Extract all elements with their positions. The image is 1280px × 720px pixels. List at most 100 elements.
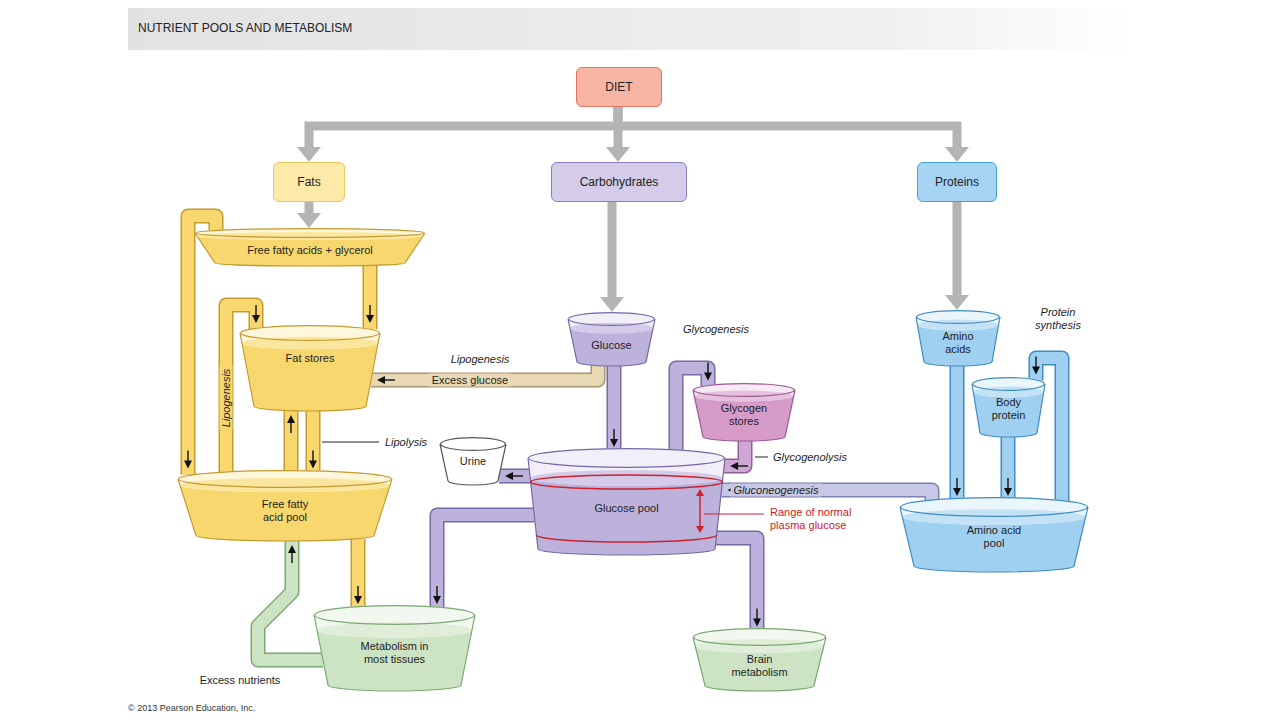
pipe-outline <box>950 364 965 502</box>
pool-bowl: Urine <box>440 437 506 485</box>
pipe-fill <box>1036 358 1062 502</box>
diet-arrow <box>297 202 321 228</box>
bowl-glass <box>693 383 795 441</box>
pipe-outline <box>716 538 757 633</box>
bowl-outline <box>916 317 1000 366</box>
bowl-glass <box>693 628 826 691</box>
diet-arrow-shaft <box>309 107 618 150</box>
pipe-fill <box>716 538 757 633</box>
bowl-rim <box>901 498 1088 517</box>
node-label: Glycogen stores <box>714 402 774 428</box>
bowl-outline <box>693 390 795 441</box>
pipe-outline <box>306 409 321 475</box>
bowl-rim <box>569 313 655 326</box>
pipe-fill <box>364 264 376 329</box>
node-label: Metabolism in most tissues <box>355 640 435 666</box>
range-line <box>536 535 716 542</box>
node-label: Proteins <box>935 176 979 189</box>
pipe-outline <box>363 264 378 329</box>
title-band <box>128 8 1135 50</box>
bowl-glass <box>314 605 475 691</box>
pool-bowl: Body protein <box>972 377 1045 437</box>
process-box: DIET <box>576 67 662 107</box>
bowl-outline <box>178 479 392 541</box>
pipe-fill <box>1002 435 1014 502</box>
bowl-outline <box>240 333 380 411</box>
pipe-outline <box>607 364 622 453</box>
bowl-rim <box>694 384 795 397</box>
copyright-note: © 2013 Pearson Education, Inc. <box>128 702 255 715</box>
bowl-liquid <box>242 343 378 411</box>
pipe-outline <box>1036 358 1062 502</box>
process-label: Glycogenesis <box>683 323 749 336</box>
process-label: Gluconeogenesis <box>730 484 821 497</box>
pipe-fill <box>608 364 620 453</box>
pool-bowl: Glucose <box>568 312 655 366</box>
bowl-liquid <box>917 325 998 366</box>
bowl-glass <box>178 470 392 541</box>
arrowhead <box>704 373 712 381</box>
bowl-rim <box>917 311 1000 324</box>
arrowhead <box>433 596 441 604</box>
flow-pipe <box>1004 435 1012 502</box>
pipe-fill <box>951 364 963 502</box>
node-label: Fat stores <box>286 352 335 365</box>
bowl-rim <box>179 471 392 488</box>
pipe-fill <box>285 409 297 475</box>
pipe-outline <box>351 539 366 610</box>
node-label: Fats <box>297 176 320 189</box>
range-note: Range of normal plasma glucose <box>770 506 870 532</box>
bowl-rim <box>441 438 506 451</box>
bowl-rim <box>694 629 826 646</box>
node-label: Urine <box>460 455 486 468</box>
bowl-glass <box>528 448 725 555</box>
bowl-shape <box>240 325 380 411</box>
pipe-fill <box>352 539 364 610</box>
arrowhead <box>366 315 374 323</box>
liquid-surface <box>530 470 723 486</box>
flow-pipe <box>287 409 295 475</box>
range-line <box>531 475 723 489</box>
bowl-rim <box>973 378 1045 391</box>
arrowhead <box>252 315 260 323</box>
leader-line <box>755 457 768 458</box>
arrowhead <box>354 596 362 604</box>
bowl-liquid <box>902 517 1085 572</box>
arrowhead <box>610 439 618 447</box>
diet-arrow <box>297 107 618 162</box>
bowl-rim <box>315 606 475 625</box>
flow-pipe <box>610 364 618 453</box>
bowl-outline <box>314 615 475 691</box>
diet-arrow <box>945 202 969 310</box>
process-label: Excess glucose <box>429 374 511 387</box>
process-label: Glycogenolysis <box>773 451 847 464</box>
pool-bowl: Metabolism in most tissues <box>314 605 475 691</box>
pipe-fill <box>499 470 530 482</box>
diet-arrow <box>600 202 624 312</box>
page-title: NUTRIENT POOLS AND METABOLISM <box>138 21 352 35</box>
leader-line <box>322 442 379 443</box>
pipe-fill <box>724 439 745 466</box>
pipe-outline <box>724 439 745 466</box>
pipe-fill <box>258 539 323 660</box>
process-label: Lipogenesis <box>220 366 233 431</box>
process-label: Protein synthesis <box>1028 306 1088 332</box>
pipe-outline <box>437 515 534 610</box>
pipe-outline <box>1001 435 1016 502</box>
bowl-liquid <box>197 236 423 266</box>
leader-line <box>704 513 764 514</box>
bowl-glass <box>568 312 655 366</box>
pool-bowl: Fat stores <box>240 325 380 411</box>
node-label: Amino acid pool <box>962 524 1026 550</box>
arrowhead <box>184 461 192 469</box>
flow-pipe <box>366 264 374 329</box>
arrowhead <box>606 147 630 162</box>
node-label: Body protein <box>988 396 1030 422</box>
node-label: Glucose <box>591 339 631 352</box>
pool-bowl: Glucose pool <box>528 448 725 555</box>
flow-pipe <box>953 364 961 502</box>
arrowhead <box>945 295 969 310</box>
diet-arrow <box>618 107 969 162</box>
bowl-liquid <box>973 392 1043 437</box>
process-label: Excess nutrients <box>200 674 281 687</box>
